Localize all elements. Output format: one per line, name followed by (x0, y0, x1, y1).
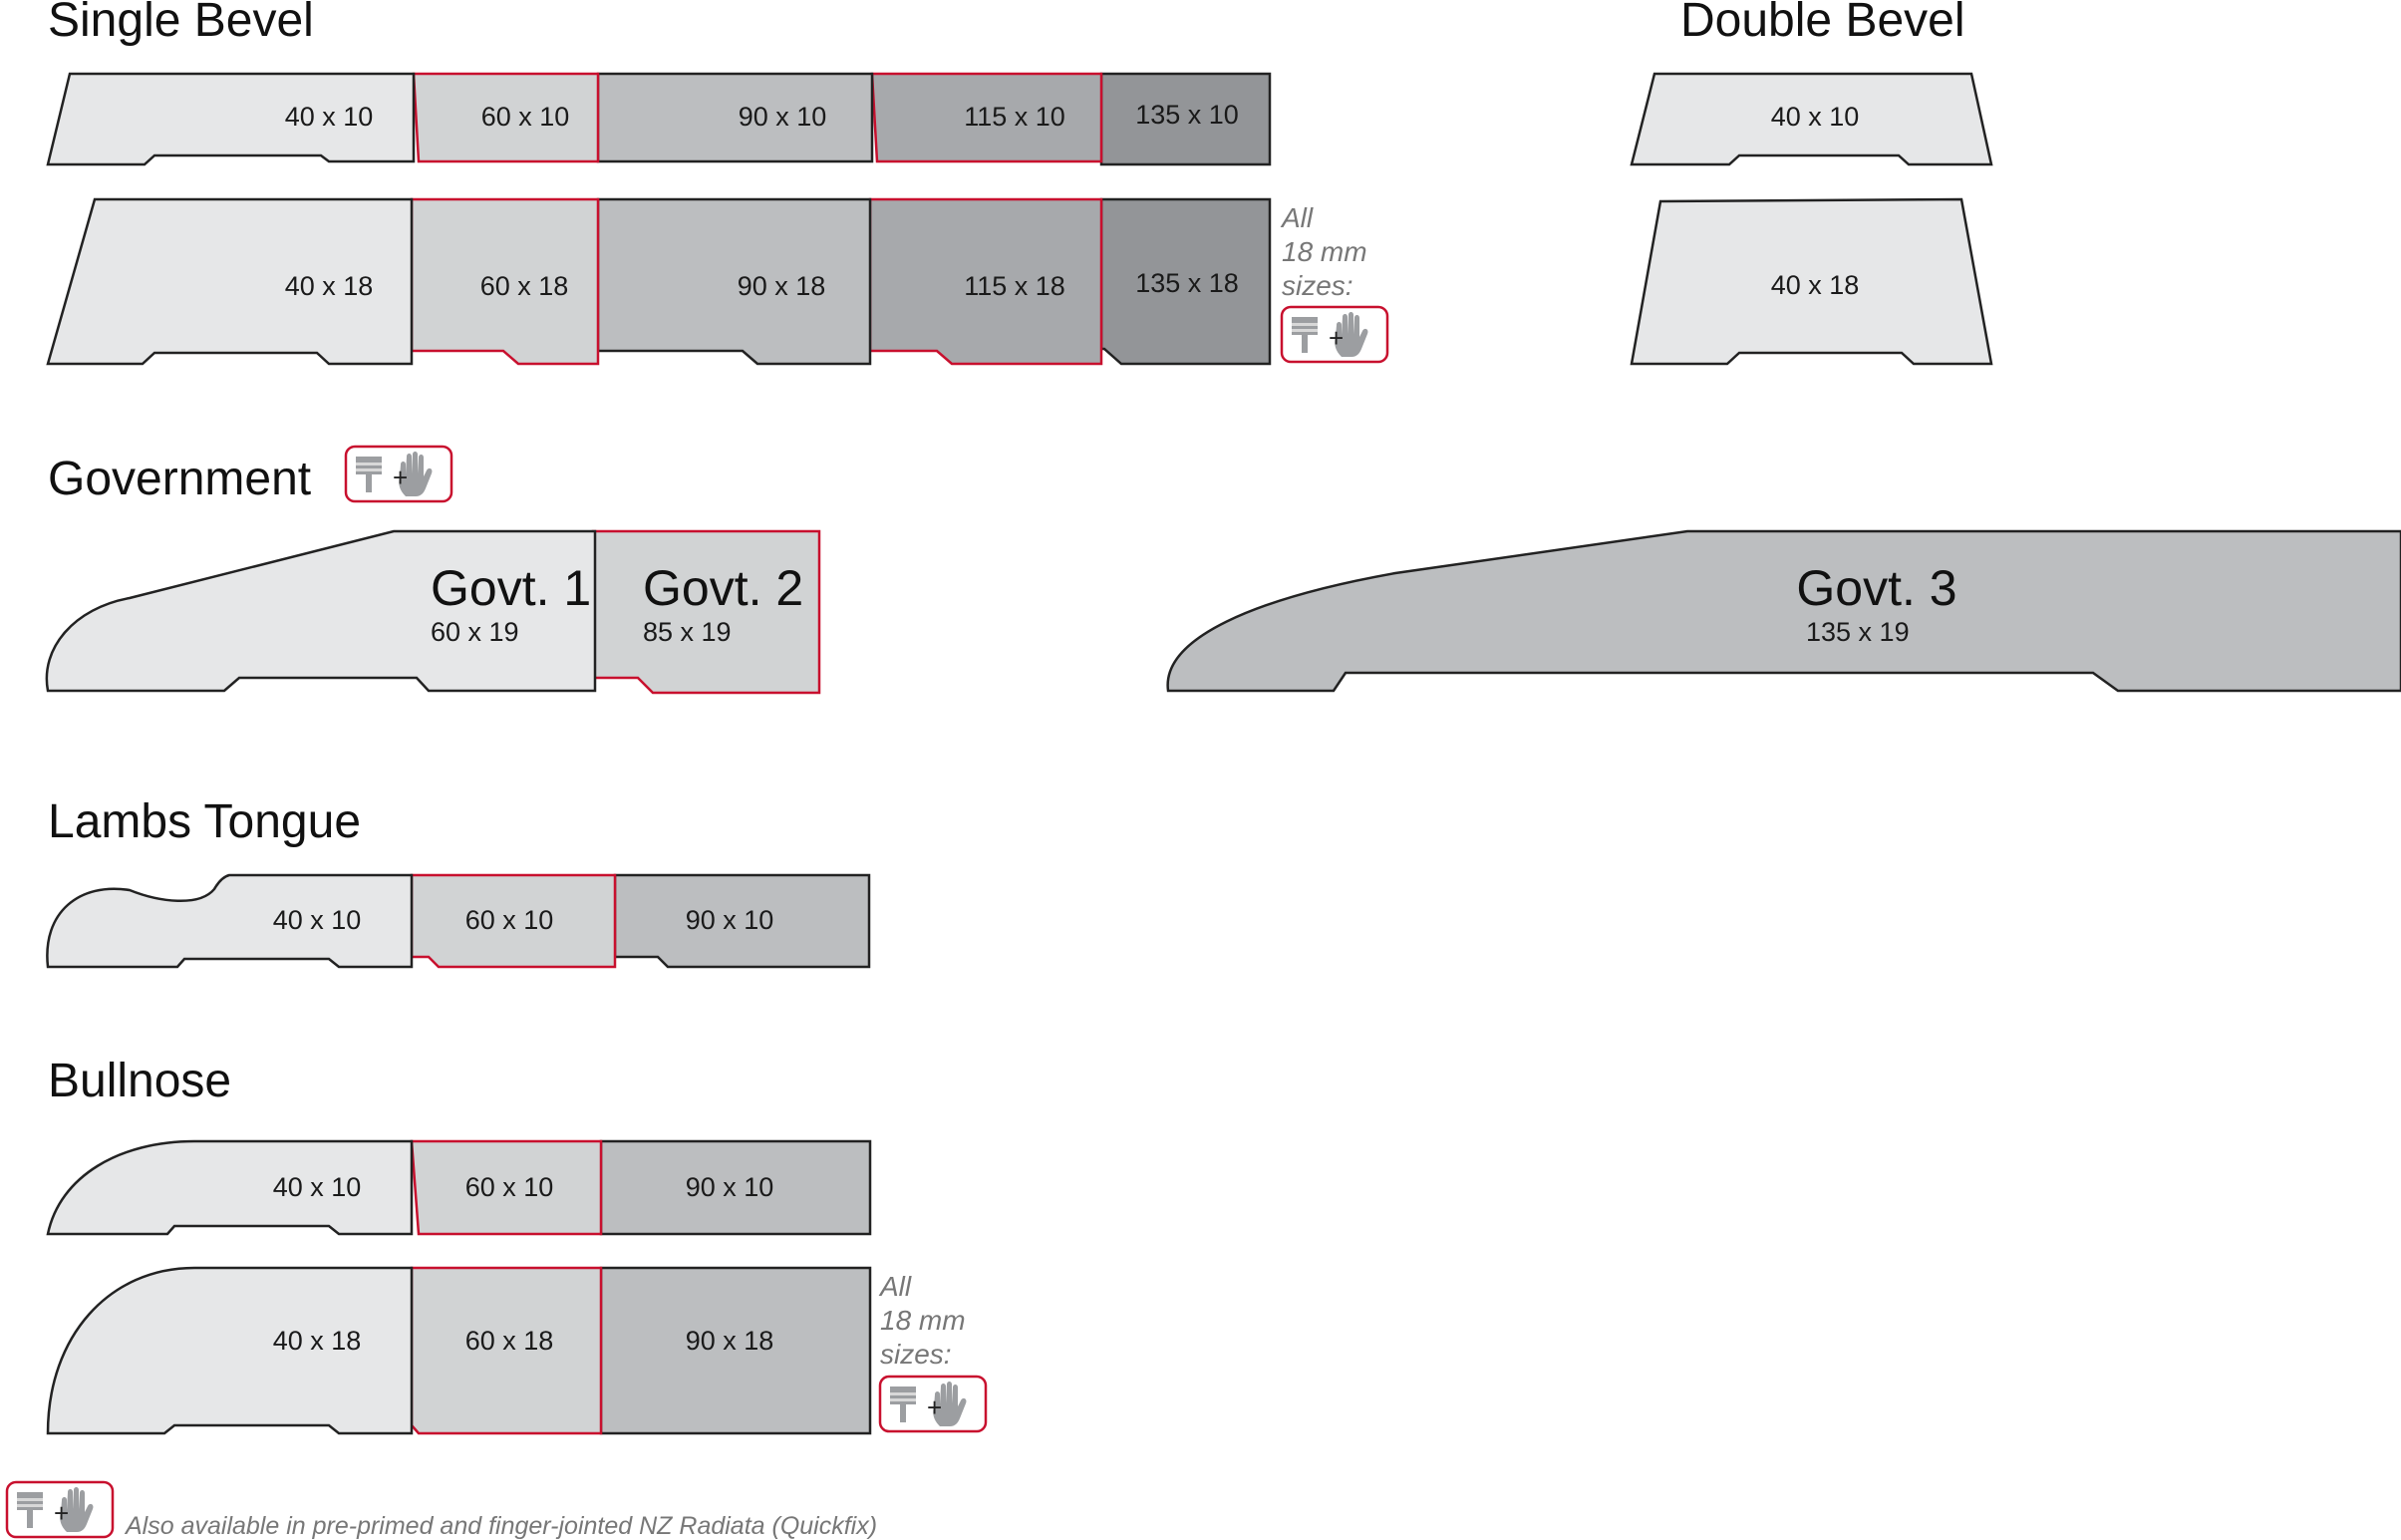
profile-60x10 (412, 72, 600, 163)
footer: + Also available in pre-primed and finge… (5, 1480, 877, 1540)
size-label-135x18: 135 x 18 (1135, 268, 1239, 298)
note-line-2: 18 mm (880, 1305, 966, 1336)
profile-40x18 (46, 197, 414, 366)
govt-3-name: Govt. 3 (1796, 560, 1956, 616)
govt-2-name: Govt. 2 (643, 560, 803, 616)
single-bevel-heading: Single Bevel (48, 0, 314, 47)
govt-3-profile: Govt. 3 135 x 19 (1166, 529, 2401, 693)
size-label-bn-90x18: 90 x 18 (686, 1326, 774, 1356)
bullnose-10mm-row: 40 x 10 60 x 10 90 x 10 (46, 1139, 872, 1236)
size-label-bn-40x10: 40 x 10 (273, 1172, 362, 1202)
govt-1-profile: Govt. 1 60 x 19 (45, 529, 597, 693)
size-label-40x18: 40 x 18 (285, 271, 374, 301)
double-bevel-18mm: 40 x 18 (1630, 197, 1993, 366)
government-badge: + (344, 445, 453, 503)
govt-1-name: Govt. 1 (431, 560, 591, 616)
note-line-2: 18 mm (1282, 236, 1367, 267)
note-line-3: sizes: (1282, 270, 1353, 301)
size-label-lt-40x10: 40 x 10 (273, 905, 362, 935)
size-label-115x10: 115 x 10 (964, 102, 1065, 132)
all-18mm-note-bullnose: All 18 mm sizes: + (878, 1271, 988, 1433)
plus-sign: + (393, 462, 408, 492)
note-line-3: sizes: (880, 1339, 952, 1370)
profile-bn-60x10 (410, 1139, 603, 1236)
bullnose-18mm-row: 40 x 18 60 x 18 90 x 18 (46, 1266, 872, 1435)
profile-bn-40x18 (46, 1266, 414, 1435)
single-bevel-10mm-row: 40 x 10 60 x 10 90 x 10 115 x 10 135 x 1… (46, 72, 1272, 166)
govt-1-size: 60 x 19 (431, 617, 519, 647)
all-18mm-note-single-bevel: All 18 mm sizes: + (1280, 202, 1389, 364)
lambs-tongue-heading: Lambs Tongue (48, 795, 361, 848)
profile-90x18 (596, 197, 872, 366)
size-label-40x10: 40 x 10 (285, 102, 374, 132)
size-label-60x10: 60 x 10 (481, 102, 570, 132)
bullnose-heading: Bullnose (48, 1055, 231, 1107)
size-label-lt-60x10: 60 x 10 (465, 905, 554, 935)
size-label-lt-90x10: 90 x 10 (686, 905, 774, 935)
note-line-1: All (878, 1271, 912, 1302)
size-label-115x18: 115 x 18 (964, 271, 1065, 301)
primed-finger-jointed-badge: + (878, 1375, 988, 1433)
plus-sign: + (1329, 323, 1344, 353)
primed-finger-jointed-badge: + (1280, 305, 1389, 364)
size-label-90x10: 90 x 10 (739, 102, 827, 132)
footer-note: Also available in pre-primed and finger-… (124, 1512, 877, 1540)
government-heading: Government (48, 453, 311, 505)
size-label-60x18: 60 x 18 (480, 271, 569, 301)
size-label-135x10: 135 x 10 (1135, 100, 1239, 130)
size-label-90x18: 90 x 18 (738, 271, 826, 301)
note-line-1: All (1280, 202, 1314, 233)
profile-115x10 (870, 72, 1103, 163)
size-label-double-40x10: 40 x 10 (1771, 102, 1860, 132)
footer-badge: + (5, 1480, 115, 1539)
profile-lt-40x10 (46, 873, 414, 969)
lambs-tongue-10mm-row: 40 x 10 60 x 10 90 x 10 (46, 873, 871, 969)
govt-3-size: 135 x 19 (1806, 617, 1910, 647)
size-label-bn-60x18: 60 x 18 (465, 1326, 554, 1356)
govt-2-profile: Govt. 2 85 x 19 (591, 529, 821, 695)
plus-sign: + (54, 1498, 69, 1528)
size-label-bn-90x10: 90 x 10 (686, 1172, 774, 1202)
size-label-bn-40x18: 40 x 18 (273, 1326, 362, 1356)
size-label-double-40x18: 40 x 18 (1771, 270, 1860, 300)
plus-sign: + (927, 1392, 942, 1422)
single-bevel-18mm-row: 40 x 18 60 x 18 90 x 18 115 x 18 135 x 1… (46, 197, 1272, 366)
govt-2-size: 85 x 19 (643, 617, 732, 647)
profile-90x10 (596, 72, 874, 163)
double-bevel-heading: Double Bevel (1680, 0, 1965, 47)
size-label-bn-60x10: 60 x 10 (465, 1172, 554, 1202)
profile-bn-40x10 (46, 1139, 414, 1236)
profile-40x10 (46, 72, 416, 166)
double-bevel-10mm: 40 x 10 (1630, 72, 1993, 166)
